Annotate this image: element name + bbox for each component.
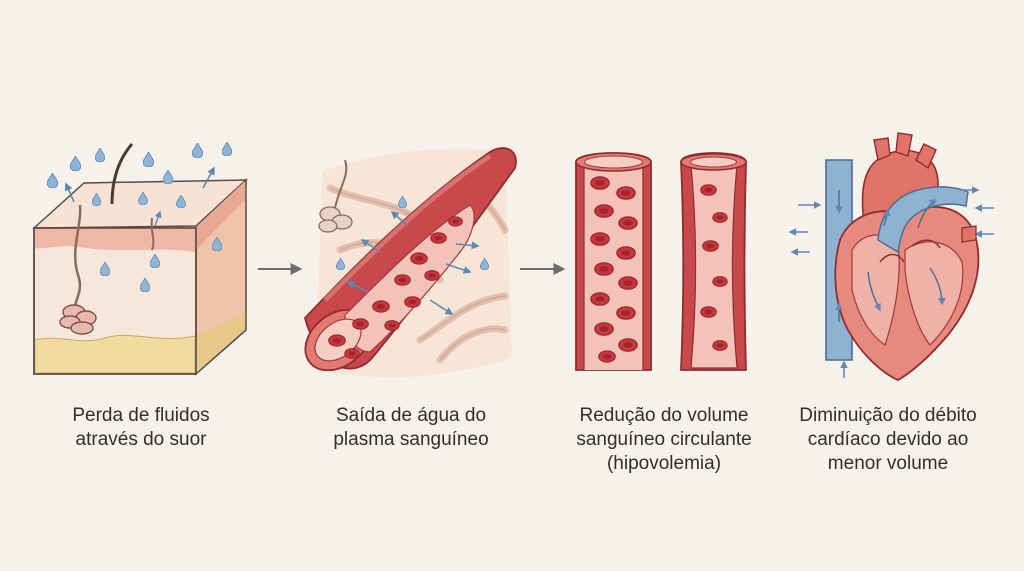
red-blood-cell-icon: [344, 348, 360, 359]
red-blood-cell-icon: [618, 216, 638, 230]
red-blood-cell-icon: [594, 204, 614, 218]
red-blood-cell-icon: [372, 300, 390, 313]
red-blood-cell-icon: [700, 184, 717, 196]
red-blood-cell-icon: [404, 296, 421, 308]
red-blood-cell-icon: [590, 176, 610, 190]
caption-sweat: Perda de fluidos através do suor: [72, 405, 210, 450]
red-blood-cell-icon: [424, 270, 440, 281]
red-blood-cell-icon: [618, 276, 638, 290]
sweat-drop-icon: [95, 148, 105, 162]
red-blood-cell-icon: [598, 350, 616, 363]
red-blood-cell-icon: [430, 232, 447, 244]
red-blood-cell-icon: [590, 292, 610, 306]
red-blood-cell-icon: [594, 322, 614, 336]
red-blood-cell-icon: [712, 212, 728, 223]
caption-volume: Redução do volume sanguíneo circulante (…: [576, 405, 752, 474]
red-blood-cell-icon: [616, 246, 636, 260]
red-blood-cell-icon: [328, 334, 346, 347]
caption-heart: Diminuição do débito cardíaco devido ao …: [799, 405, 977, 474]
caption-plasma: Saída de água do plasma sanguíneo: [333, 405, 489, 450]
red-blood-cell-icon: [352, 318, 369, 330]
sweat-drop-icon: [47, 173, 58, 188]
red-blood-cell-icon: [712, 340, 728, 351]
normal-vessel: [575, 152, 652, 371]
red-blood-cell-icon: [700, 306, 717, 318]
heart-icon: [788, 132, 994, 382]
red-blood-cell-icon: [394, 274, 411, 286]
sweat-drop-icon: [222, 142, 232, 156]
red-blood-cell-icon: [594, 262, 614, 276]
water-outflow-arrows: [346, 210, 480, 315]
sweat-drop-icon: [143, 152, 154, 167]
red-blood-cell-icon: [616, 186, 636, 200]
red-blood-cell-icon: [384, 320, 400, 331]
sweat-drop-icon: [70, 156, 81, 171]
red-blood-cell-icon: [616, 306, 636, 320]
red-blood-cell-icon: [448, 216, 463, 227]
red-blood-cell-icon: [702, 240, 719, 252]
red-blood-cell-icon: [590, 232, 610, 246]
skin-block: [32, 143, 248, 376]
red-blood-cell-icon: [410, 252, 428, 265]
sweat-gland: [59, 304, 97, 335]
sweat-drop-icon: [163, 170, 173, 184]
red-blood-cell-icon: [712, 276, 728, 287]
sweat-drop-icon: [192, 143, 203, 158]
red-blood-cell-icon: [618, 338, 638, 352]
